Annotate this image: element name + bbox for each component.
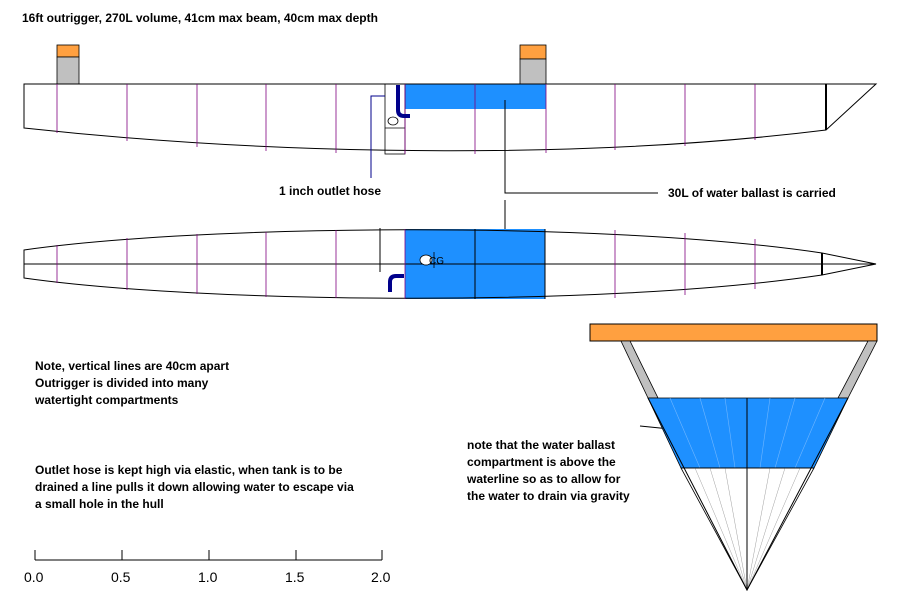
- side-dividers: [56, 84, 756, 154]
- scale-tick-1: 0.5: [111, 569, 131, 585]
- diagram-title: 16ft outrigger, 270L volume, 41cm max be…: [22, 11, 378, 25]
- outlet-hose-label: 1 inch outlet hose: [279, 184, 381, 198]
- mount-cap-left: [56, 44, 80, 58]
- plan-view: CG: [23, 229, 877, 299]
- mount-cap-right: [519, 44, 547, 60]
- notes-compartment: note that the water ballast compartment …: [466, 438, 630, 503]
- scale-tick-0: 0.0: [24, 569, 44, 585]
- mount-post-left: [56, 56, 80, 85]
- scale-tick-3: 1.5: [285, 569, 305, 585]
- outlet-hose-side: [396, 85, 410, 118]
- hose-note-2: drained a line pulls it down allowing wa…: [35, 480, 354, 494]
- lower-hatching: [694, 467, 801, 591]
- plan-dividers: [56, 229, 756, 299]
- outlet-hose-plan: [388, 274, 404, 292]
- strut-right: [837, 340, 878, 399]
- ballast-hatching: [669, 397, 826, 469]
- hose-note-3: a small hole in the hull: [35, 497, 164, 511]
- ballast-compartment: [647, 397, 849, 469]
- ballast-tank-side: [405, 84, 546, 109]
- hose-fitting-side: [387, 116, 399, 126]
- ballast-label: 30L of water ballast is carried: [668, 186, 836, 200]
- cg-label: CG: [429, 256, 444, 267]
- ballast-leader: [504, 100, 658, 194]
- scale-tick-4: 2.0: [371, 569, 391, 585]
- side-view: [23, 44, 878, 194]
- hull-plan-outline: [23, 229, 877, 299]
- mount-post-right: [519, 58, 547, 85]
- compartment-note-4: the water to drain via gravity: [467, 489, 630, 503]
- note-line-3: watertight compartments: [34, 393, 179, 407]
- cross-beam: [589, 323, 878, 342]
- hull-side-outline: [23, 83, 878, 152]
- note-line-1: Note, vertical lines are 40cm apart: [35, 359, 229, 373]
- scale-bar: 0.0 0.5 1.0 1.5 2.0: [24, 550, 391, 585]
- compartment-note-1: note that the water ballast: [467, 438, 615, 452]
- compartment-note-2: compartment is above the: [467, 455, 616, 469]
- cg-marker: [419, 254, 433, 266]
- hose-note-1: Outlet hose is kept high via elastic, wh…: [35, 463, 343, 477]
- compartment-note-3: waterline so as to allow for: [466, 472, 621, 486]
- scale-tick-2: 1.0: [198, 569, 218, 585]
- cross-section: [589, 323, 878, 592]
- hose-leader-side: [370, 95, 385, 178]
- notes-hose: Outlet hose is kept high via elastic, wh…: [35, 463, 354, 511]
- notes-lines: Note, vertical lines are 40cm apart Outr…: [34, 359, 229, 407]
- strut-left: [620, 340, 659, 399]
- note-line-2: Outrigger is divided into many: [35, 376, 209, 390]
